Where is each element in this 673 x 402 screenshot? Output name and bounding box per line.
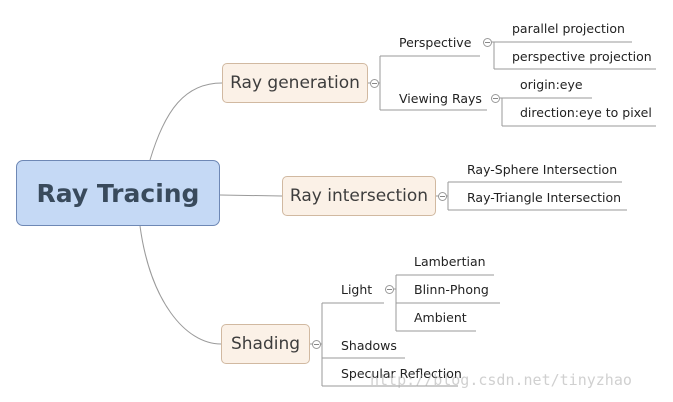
topic-origin-eye[interactable]: origin:eye (520, 77, 583, 92)
watermark-text: http://blog.csdn.net/tinyzhao (370, 371, 632, 389)
collapse-toggle-icon[interactable] (491, 94, 500, 103)
topic-perspective-projection[interactable]: perspective projection (512, 49, 652, 64)
topic-parallel-projection[interactable]: parallel projection (512, 21, 625, 36)
topic-blinn-phong[interactable]: Blinn-Phong (414, 282, 489, 297)
collapse-toggle-icon[interactable] (370, 79, 379, 88)
branch-ray-intersection[interactable]: Ray intersection (282, 176, 436, 216)
collapse-toggle-icon[interactable] (385, 285, 394, 294)
branch-ray-generation[interactable]: Ray generation (222, 63, 368, 103)
root-node[interactable]: Ray Tracing (16, 160, 220, 226)
collapse-toggle-icon[interactable] (312, 340, 321, 349)
topic-ambient[interactable]: Ambient (414, 310, 467, 325)
topic-light[interactable]: Light (341, 282, 373, 297)
collapse-toggle-icon[interactable] (483, 38, 492, 47)
topic-lambertian[interactable]: Lambertian (414, 254, 486, 269)
branch-shading[interactable]: Shading (221, 324, 310, 364)
topic-shadows[interactable]: Shadows (341, 338, 397, 353)
topic-ray-triangle-intersection[interactable]: Ray-Triangle Intersection (467, 190, 622, 205)
topic-specular-reflection[interactable]: Specular Reflection (341, 366, 462, 381)
topic-ray-sphere-intersection[interactable]: Ray-Sphere Intersection (467, 162, 618, 177)
topic-perspective[interactable]: Perspective (399, 35, 472, 50)
collapse-toggle-icon[interactable] (438, 192, 447, 201)
topic-viewing-rays[interactable]: Viewing Rays (399, 91, 482, 106)
topic-direction-eye-to-pixel[interactable]: direction:eye to pixel (520, 105, 652, 120)
